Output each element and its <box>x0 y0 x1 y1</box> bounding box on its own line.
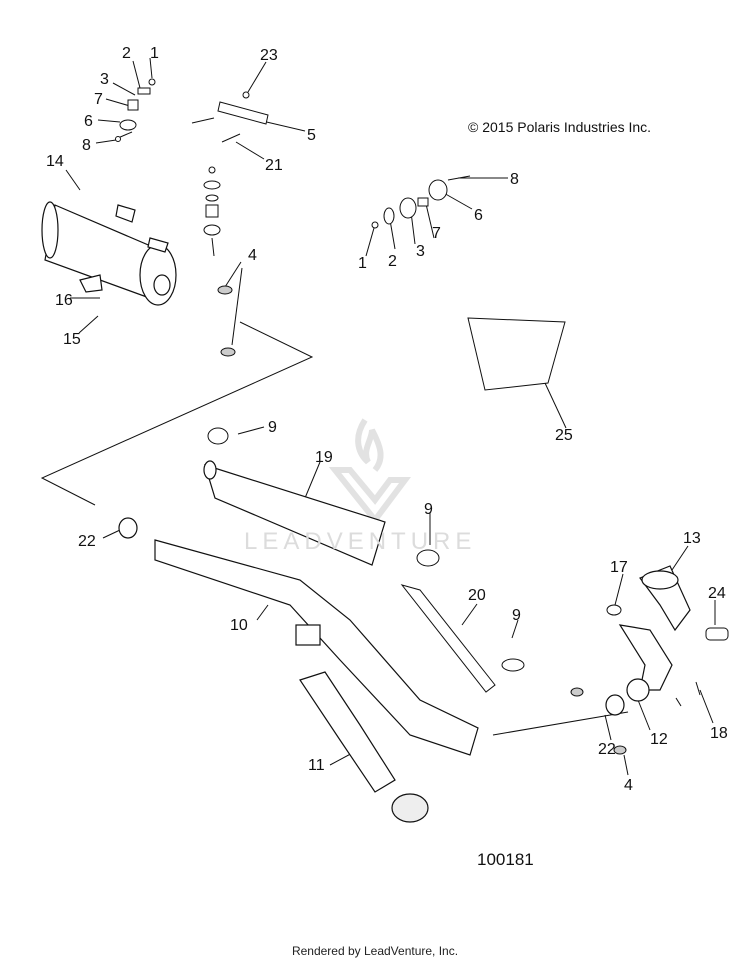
callout-21: 21 <box>265 157 283 174</box>
clamps <box>207 427 525 672</box>
callout-22-right: 22 <box>598 741 616 758</box>
footer-credit: Rendered by LeadVenture, Inc. <box>291 944 459 958</box>
callout-15: 15 <box>63 331 81 348</box>
callout-18: 18 <box>710 725 728 742</box>
callout-24: 24 <box>708 585 726 602</box>
heat-shield-lower <box>400 584 496 693</box>
callout-19: 19 <box>315 449 333 466</box>
callout-20: 20 <box>468 587 486 604</box>
bracket <box>191 91 269 143</box>
heat-shield-patch <box>467 317 566 391</box>
callout-3-right: 3 <box>416 243 425 260</box>
callout-16: 16 <box>55 292 73 309</box>
callout-9-mid: 9 <box>424 501 433 518</box>
springs <box>217 285 627 755</box>
callout-7: 7 <box>94 91 103 108</box>
callout-2-right: 2 <box>388 253 397 270</box>
callout-13: 13 <box>683 530 701 547</box>
callout-25: 25 <box>555 427 573 444</box>
copyright-notice: © 2015 Polaris Industries Inc. <box>468 119 652 135</box>
callout-6: 6 <box>84 113 93 130</box>
callout-9-top: 9 <box>268 419 277 436</box>
leader-lines <box>40 57 716 776</box>
mid-pipe <box>299 671 429 823</box>
gaskets <box>118 517 625 716</box>
callout-17: 17 <box>610 559 628 576</box>
callout-11: 11 <box>308 757 325 774</box>
callout-14: 14 <box>46 153 64 170</box>
watermark-text: LEADVENTURE <box>244 528 477 555</box>
diagram-number: 100181 <box>477 850 534 869</box>
callout-5: 5 <box>307 127 316 144</box>
callout-9-lower: 9 <box>512 607 521 624</box>
head-pipe <box>154 539 479 756</box>
callout-12: 12 <box>650 731 668 748</box>
callout-4-lower: 4 <box>624 777 633 794</box>
callout-23: 23 <box>260 47 278 64</box>
callout-8: 8 <box>82 137 91 154</box>
muffler <box>41 201 177 306</box>
callout-10: 10 <box>230 617 248 634</box>
small-fittings <box>606 604 729 707</box>
mount-hardware-left <box>115 78 156 142</box>
callout-4: 4 <box>248 247 257 264</box>
callout-22-left: 22 <box>78 533 96 550</box>
callout-6-right: 6 <box>474 207 483 224</box>
callout-2: 2 <box>122 45 131 62</box>
callout-8-right: 8 <box>510 171 519 188</box>
callout-1: 1 <box>150 45 159 62</box>
callout-labels: 1 2 3 7 6 8 23 5 21 14 4 16 15 8 6 7 3 2… <box>46 45 728 794</box>
heat-shield-upper <box>203 460 386 566</box>
callout-1-right: 1 <box>358 255 367 272</box>
callout-3: 3 <box>100 71 109 88</box>
leadventure-watermark-logo <box>328 418 411 525</box>
callout-7-right: 7 <box>432 225 441 242</box>
elbow-pipes <box>618 565 691 702</box>
isolator-stack <box>203 166 221 257</box>
mount-hardware-right <box>371 175 471 229</box>
